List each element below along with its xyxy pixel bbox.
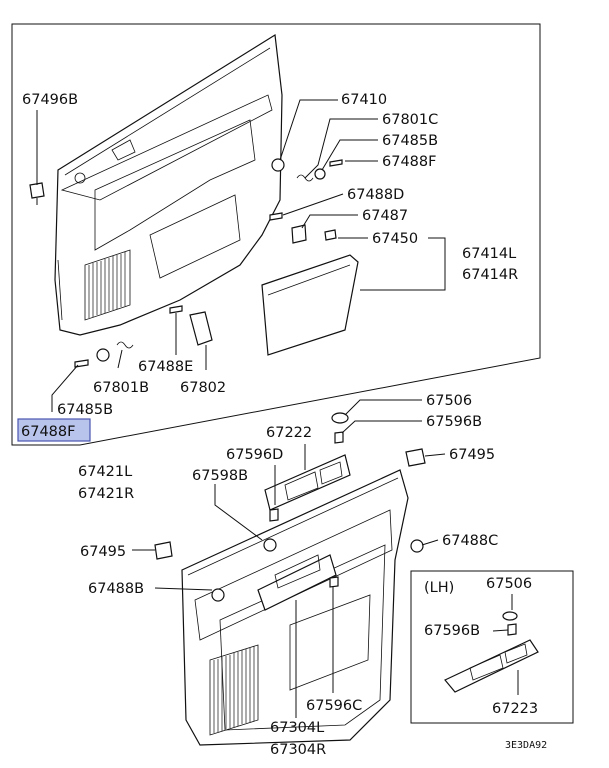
label-67488B[interactable]: 67488B xyxy=(88,581,144,597)
switch-panel-67222 xyxy=(264,454,351,511)
washer-67485B-top xyxy=(314,168,326,180)
label-67596C[interactable]: 67596C xyxy=(306,698,362,714)
bracket-67487 xyxy=(291,224,307,244)
label-67495-left[interactable]: 67495 xyxy=(80,544,126,560)
label-67802[interactable]: 67802 xyxy=(180,380,226,396)
spring-67801B xyxy=(116,341,134,349)
label-67801B[interactable]: 67801B xyxy=(93,380,149,396)
clip-67450 xyxy=(324,229,337,241)
screw-67488D xyxy=(269,212,283,221)
clip-67495-right xyxy=(405,448,426,467)
screw-67488F-top xyxy=(329,159,343,167)
upper-frame xyxy=(11,23,541,446)
label-67801C[interactable]: 67801C xyxy=(382,112,438,128)
inset-cover-67506 xyxy=(502,611,518,621)
label-67304R[interactable]: 67304R xyxy=(270,742,326,758)
washer-67485B-bottom xyxy=(96,348,110,362)
label-67450[interactable]: 67450 xyxy=(372,231,418,247)
upper-door-trim-panel xyxy=(54,33,283,336)
inset-screw-67596B xyxy=(507,623,517,636)
label-67421R[interactable]: 67421R xyxy=(78,486,134,502)
clip-67495-left xyxy=(154,541,173,560)
label-67596D[interactable]: 67596D xyxy=(226,447,283,463)
cap-67598B xyxy=(263,538,277,552)
screw-67488E xyxy=(169,305,183,314)
label-67414L[interactable]: 67414L xyxy=(462,246,516,262)
lower-leader-lines xyxy=(132,399,446,718)
label-67506-inset[interactable]: 67506 xyxy=(486,576,532,592)
drawing-code: 3E3DA92 xyxy=(505,740,547,751)
label-67506-top[interactable]: 67506 xyxy=(426,393,472,409)
label-67304L[interactable]: 67304L xyxy=(270,720,324,736)
label-67488D[interactable]: 67488D xyxy=(347,187,404,203)
clip-67488C xyxy=(410,539,424,553)
screw-67596D xyxy=(269,508,279,522)
nut-67410 xyxy=(271,158,285,172)
label-67496B[interactable]: 67496B xyxy=(22,92,78,108)
label-67495-right[interactable]: 67495 xyxy=(449,447,495,463)
label-67488C[interactable]: 67488C xyxy=(442,533,498,549)
label-67485B-top[interactable]: 67485B xyxy=(382,133,438,149)
pocket-67414 xyxy=(261,254,359,356)
cover-67506-top xyxy=(331,412,349,424)
label-67488F-top[interactable]: 67488F xyxy=(382,154,436,170)
label-67487[interactable]: 67487 xyxy=(362,208,408,224)
armrest-67304 xyxy=(257,554,337,611)
label-67488F-highlight[interactable]: 67488F xyxy=(21,424,75,440)
screw-67596B-top xyxy=(334,431,344,444)
lower-door-trim-panel xyxy=(181,469,409,746)
label-67223[interactable]: 67223 xyxy=(492,701,538,717)
highlight-67488F[interactable] xyxy=(17,418,91,442)
clip-67496B xyxy=(29,182,45,205)
label-67596B-inset[interactable]: 67596B xyxy=(424,623,480,639)
label-67488E[interactable]: 67488E xyxy=(138,359,193,375)
inset-leader-lines xyxy=(492,594,519,695)
upper-leader-lines xyxy=(36,99,446,412)
label-67485B-bottom[interactable]: 67485B xyxy=(57,402,113,418)
lower-speaker-grille xyxy=(209,644,259,736)
bracket-67802 xyxy=(189,311,213,346)
label-67421L[interactable]: 67421L xyxy=(78,464,132,480)
label-67414R[interactable]: 67414R xyxy=(462,267,518,283)
lh-inset-frame xyxy=(410,570,574,724)
label-67596B-top[interactable]: 67596B xyxy=(426,414,482,430)
label-67598B[interactable]: 67598B xyxy=(192,468,248,484)
inset-switch-panel-67223 xyxy=(444,639,539,693)
label-67222[interactable]: 67222 xyxy=(266,425,312,441)
upper-speaker-grille xyxy=(84,249,131,321)
label-67410[interactable]: 67410 xyxy=(341,92,387,108)
screw-67596C xyxy=(329,576,339,588)
part-labels: 67496B 67410 67801C 67485B 67488F 67488D… xyxy=(21,92,547,758)
label-lh-inset-title: (LH) xyxy=(424,580,454,596)
clip-67488B xyxy=(211,588,225,602)
